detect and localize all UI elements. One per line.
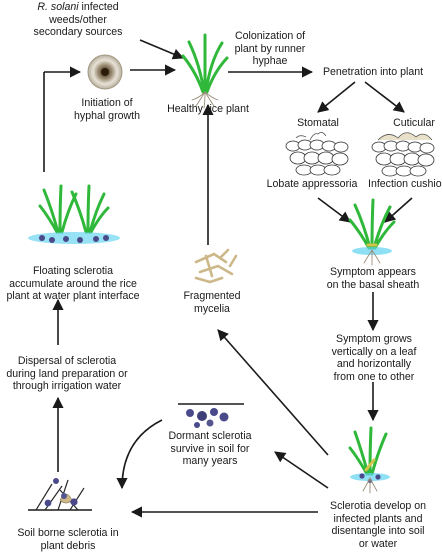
label-soil-borne-line2: plant debris xyxy=(40,539,96,552)
label-initiation-line2: hyphal growth xyxy=(74,109,140,122)
label-lobate-appressoria-text: Lobate appressoria xyxy=(266,178,358,190)
label-sclerotia-develop: Sclerotia develop on infected plants and… xyxy=(318,500,438,550)
label-cuticular-text: Cuticular xyxy=(393,117,435,129)
label-infected-weeds: R. solani infected weeds/other secondary… xyxy=(20,1,136,39)
arrow-penetration-to-stomatal xyxy=(317,81,356,113)
label-colonization-line1: Colonization of xyxy=(234,30,306,42)
label-infection-cushion: Infection cushio xyxy=(368,178,442,191)
label-sclerotia-develop-line4: or water xyxy=(358,537,398,550)
arrow-weeds-to-healthy xyxy=(139,39,185,60)
arrow-sclerotia-to-dormant xyxy=(274,451,329,489)
label-penetration-text: Penetration into plant xyxy=(322,66,424,78)
label-infection-cushion-text: Infection cushio xyxy=(368,178,442,190)
label-soil-borne: Soil borne sclerotia in plant debris xyxy=(6,527,130,552)
label-pathogen-name: R. solani xyxy=(37,1,79,13)
fungal-colony-icon xyxy=(87,54,123,90)
soil-borne-debris-icon xyxy=(28,478,92,511)
label-floating-line1: Floating sclerotia xyxy=(32,265,114,277)
floating-sclerotia-plants-icon xyxy=(28,184,120,244)
arrow-cushion-to-symptom xyxy=(384,197,413,223)
label-dispersal-line1: Dispersal of sclerotia xyxy=(17,355,117,367)
symptom-basal-sheath-plant-icon xyxy=(348,198,396,266)
arrow-penetration-to-cuticular xyxy=(364,81,405,113)
label-dispersal-line2: during land preparation or xyxy=(6,367,128,380)
label-symptom-grows-line3: and horizontally xyxy=(336,358,412,371)
label-dispersal-line3: through irrigation water xyxy=(12,380,122,393)
label-cuticular: Cuticular xyxy=(386,117,442,130)
label-sclerotia-develop-line3: disentangle into soil xyxy=(331,525,425,538)
label-dormant-sclerotia: Dormant sclerotia survive in soil for ma… xyxy=(158,430,262,468)
arrow-lobate-to-symptom xyxy=(317,197,351,223)
label-lobate-appressoria: Lobate appressoria xyxy=(260,178,364,191)
label-floating-line2: accumulate around the rice xyxy=(9,277,137,290)
label-colonization-line2: plant by runner xyxy=(234,42,306,55)
arrow-sclerotia-to-fragmented xyxy=(217,329,329,456)
label-symptom-basal-line2: on the basal sheath xyxy=(326,278,420,291)
label-colonization: Colonization of plant by runner hyphae xyxy=(224,30,316,68)
cuticular-tissue-icon xyxy=(371,132,435,177)
label-fragmented-mycelia: Fragmented mycelia xyxy=(176,290,248,315)
dormant-sclerotia-icon xyxy=(178,403,244,428)
label-soil-borne-line1: Soil borne sclerotia in xyxy=(17,527,119,539)
arrow-dormant-to-soilborne xyxy=(116,419,163,490)
label-symptom-basal: Symptom appears on the basal sheath xyxy=(318,266,428,291)
sclerotia-developing-plant-icon xyxy=(348,426,390,494)
label-symptom-grows-line1: Symptom grows xyxy=(336,333,412,345)
label-colonization-line3: hyphae xyxy=(252,55,288,68)
label-floating-line3: plant at water plant interface xyxy=(6,290,140,303)
label-stomatal: Stomatal xyxy=(288,117,348,130)
cycle-arrows xyxy=(43,39,413,518)
label-symptom-grows-line2: vertically on a leaf xyxy=(331,345,417,358)
label-initiation-line1: Initiation of xyxy=(81,97,133,109)
label-penetration: Penetration into plant xyxy=(313,66,433,79)
stomatal-tissue-icon xyxy=(285,132,349,176)
label-infected-weeds-line2: weeds/other xyxy=(49,13,107,26)
label-healthy-plant-text: Healthy rice plant xyxy=(167,103,249,115)
label-dispersal: Dispersal of sclerotia during land prepa… xyxy=(2,355,132,393)
label-sclerotia-develop-line1: Sclerotia develop on xyxy=(330,500,426,512)
label-symptom-basal-line1: Symptom appears xyxy=(330,266,416,278)
label-dormant-line3: many years xyxy=(182,455,238,468)
label-stomatal-text: Stomatal xyxy=(297,117,339,129)
label-fragmented-line2: mycelia xyxy=(194,302,230,315)
label-dormant-line2: survive in soil for xyxy=(170,442,250,455)
label-dormant-line1: Dormant sclerotia xyxy=(168,430,252,442)
label-sclerotia-develop-line2: infected plants and xyxy=(333,512,423,525)
label-healthy-plant: Healthy rice plant xyxy=(158,103,258,116)
label-infected-word: infected xyxy=(78,1,119,13)
label-infected-weeds-line3: secondary sources xyxy=(33,26,123,39)
healthy-rice-plant-icon xyxy=(181,33,229,109)
fragmented-mycelia-icon xyxy=(194,248,238,284)
label-fragmented-line1: Fragmented xyxy=(183,290,241,302)
label-floating-sclerotia: Floating sclerotia accumulate around the… xyxy=(2,265,144,303)
label-symptom-grows: Symptom grows vertically on a leaf and h… xyxy=(322,333,426,383)
label-symptom-grows-line4: from one to other xyxy=(333,370,415,383)
label-initiation: Initiation of hyphal growth xyxy=(62,97,152,122)
